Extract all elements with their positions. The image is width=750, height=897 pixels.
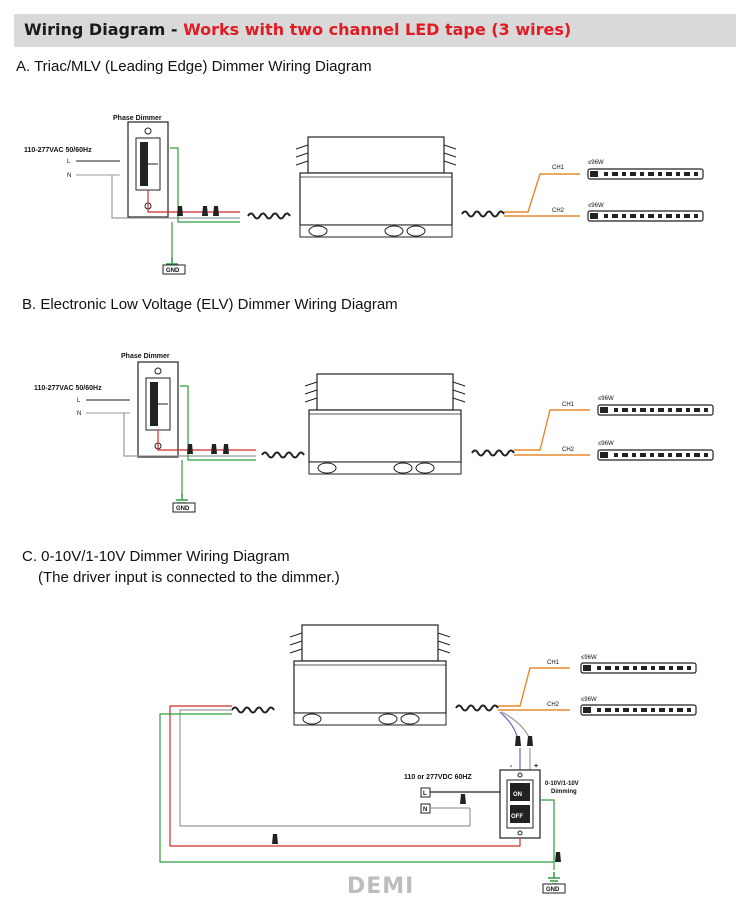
a-led-strip-2 xyxy=(587,210,704,222)
b-output-cable xyxy=(471,449,515,457)
c-on-label: ON xyxy=(513,792,522,798)
c-ch1-label: CH1 xyxy=(547,660,560,666)
section-c-heading-1: C. 0-10V/1-10V Dimmer Wiring Diagram xyxy=(22,548,290,565)
b-input-label: 110-277VAC 50/60Hz xyxy=(34,385,102,392)
b-power-2: ≤96W xyxy=(598,441,614,447)
c-power-2: ≤96W xyxy=(581,697,597,703)
c-ground-symbol xyxy=(547,871,561,885)
c-power-1: ≤96W xyxy=(581,655,597,661)
header-subtitle: Works with two channel LED tape (3 wires… xyxy=(183,20,572,39)
b-live-run xyxy=(157,430,256,451)
b-led-strip-2 xyxy=(597,449,714,461)
a-wire-nut-2 xyxy=(202,206,208,216)
a-output-cable xyxy=(461,210,505,218)
c-live-run xyxy=(169,705,521,847)
a-dimmer-label: Phase Dimmer xyxy=(113,115,162,122)
b-ground-label: GND xyxy=(176,506,190,512)
a-driver xyxy=(295,136,457,238)
c-ch1-wire xyxy=(498,667,570,707)
a-line-label: L xyxy=(67,159,71,165)
a-ch2-label: CH2 xyxy=(552,208,565,214)
b-neutral-run xyxy=(123,413,256,457)
a-wire-nut-1 xyxy=(177,206,183,216)
b-line-label: L xyxy=(77,398,81,404)
c-driver xyxy=(289,624,451,726)
diagram-b: Phase Dimmer 110-277VAC 50/60Hz L N GND … xyxy=(34,353,714,513)
a-neutral-label: N xyxy=(67,173,71,179)
header-banner: Wiring Diagram - Works with two channel … xyxy=(14,14,736,47)
a-live-run xyxy=(147,190,240,213)
c-dim-nut-2 xyxy=(527,736,533,746)
diagram-c: CH1 CH2 ≤96W ≤96W - + ON OFF 110 or 277V… xyxy=(159,624,697,897)
c-plus-label: + xyxy=(534,763,538,770)
c-dim-wire-gray xyxy=(501,711,531,741)
header-title: Wiring Diagram - xyxy=(24,20,184,39)
a-ground-label: GND xyxy=(166,268,180,274)
c-ground-label: GND xyxy=(546,887,560,893)
b-led-strip-1 xyxy=(597,404,714,416)
section-b-heading: B. Electronic Low Voltage (ELV) Dimmer W… xyxy=(22,296,398,313)
c-input-label: 110 or 277VDC 60HZ xyxy=(404,774,472,781)
section-a-heading: A. Triac/MLV (Leading Edge) Dimmer Wirin… xyxy=(16,58,372,75)
c-input-cable xyxy=(231,706,275,714)
c-dim-nut-1 xyxy=(515,736,521,746)
c-ground-nut xyxy=(555,852,561,862)
b-power-1: ≤96W xyxy=(598,396,614,402)
c-ground-run xyxy=(159,713,555,870)
b-dimmer-label: Phase Dimmer xyxy=(121,353,170,360)
a-power-2: ≤96W xyxy=(588,203,604,209)
c-minus-label: - xyxy=(510,763,513,770)
c-dimmer xyxy=(499,769,541,839)
watermark: DEMI xyxy=(347,874,414,897)
c-neutral-label: N xyxy=(423,807,427,813)
b-input-cable xyxy=(261,451,305,459)
a-power-1: ≤96W xyxy=(588,160,604,166)
c-line-label: L xyxy=(423,791,427,797)
b-wire-nut-2 xyxy=(211,444,217,454)
c-ch2-label: CH2 xyxy=(547,702,560,708)
a-wire-nut-3 xyxy=(213,206,219,216)
a-neutral-run xyxy=(111,175,240,219)
a-input-cable xyxy=(247,212,291,220)
b-wire-nut-1 xyxy=(187,444,193,454)
c-neutral-nut xyxy=(460,794,466,804)
b-driver xyxy=(304,373,466,475)
a-ground-run xyxy=(170,147,240,223)
c-ground-dimmer xyxy=(540,799,555,862)
c-dimming-label-2: Dimming xyxy=(551,789,577,795)
b-ch1-label: CH1 xyxy=(562,402,575,408)
a-ch1-wire xyxy=(504,173,580,213)
b-ch2-label: CH2 xyxy=(562,447,575,453)
b-ground-run xyxy=(180,385,256,461)
section-c-heading-2: (The driver input is connected to the di… xyxy=(38,569,340,586)
b-wire-nut-3 xyxy=(223,444,229,454)
b-neutral-label: N xyxy=(77,411,81,417)
c-live-nut xyxy=(272,834,278,844)
a-input-label: 110-277VAC 50/60Hz xyxy=(24,147,92,154)
a-ch1-label: CH1 xyxy=(552,165,565,171)
c-output-cable xyxy=(455,704,499,712)
diagram-a: Phase Dimmer 110-277VAC 50/60Hz L N GND … xyxy=(24,115,704,275)
c-dimming-label-1: 0-10V/1-10V xyxy=(545,781,579,787)
c-led-strip-1 xyxy=(580,662,697,674)
c-off-label: OFF xyxy=(511,814,523,820)
c-neutral-run xyxy=(179,709,471,827)
b-ch1-wire xyxy=(514,409,590,451)
c-led-strip-2 xyxy=(580,704,697,716)
a-led-strip-1 xyxy=(587,168,704,180)
